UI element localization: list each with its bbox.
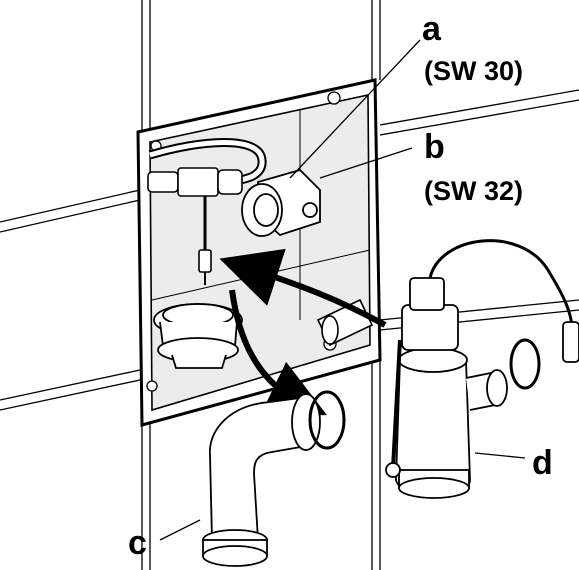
label-a-spec: (SW 30) xyxy=(424,56,524,86)
cable-plug xyxy=(562,321,579,363)
label-b: b xyxy=(424,128,445,166)
elbow-pipe-c xyxy=(202,390,346,567)
nut-b xyxy=(241,168,321,237)
label-d: d xyxy=(532,444,553,482)
label-a: a xyxy=(422,10,441,48)
wall-recess xyxy=(136,78,382,427)
siphon-body-d xyxy=(385,277,541,499)
sensor-cable xyxy=(428,239,574,331)
label-c: c xyxy=(128,524,147,562)
sensor-connector xyxy=(147,167,243,285)
loose-ring-nut xyxy=(153,303,243,369)
leader-lines xyxy=(159,39,526,541)
arrow-remove xyxy=(229,289,327,416)
arrow-insert xyxy=(219,248,387,328)
label-b-spec: (SW 32) xyxy=(424,176,524,206)
